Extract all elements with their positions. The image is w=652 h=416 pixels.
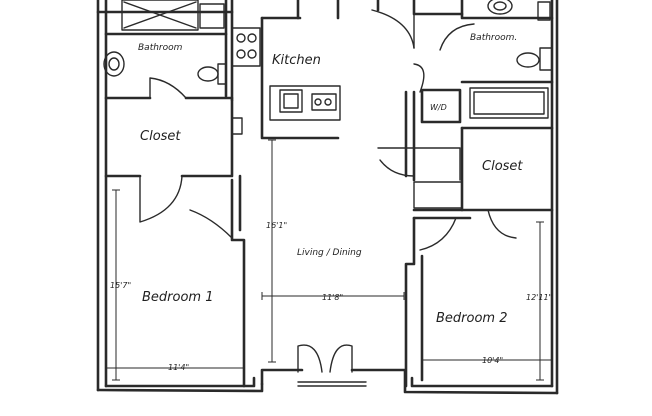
patio-door xyxy=(297,344,367,387)
bedroom-2-walls xyxy=(404,216,424,388)
kitchen-area xyxy=(231,0,415,140)
dishwasher xyxy=(311,93,337,111)
label-living-dining: Living / Dining xyxy=(297,248,362,258)
label-bedroom-2: Bedroom 2 xyxy=(436,311,508,326)
closet-left-door xyxy=(139,175,183,223)
dimension-lines xyxy=(105,139,553,381)
bathtub-right xyxy=(469,87,549,119)
label-bathroom-left: Bathroom xyxy=(138,43,183,53)
dim-bedroom1-width: 11'4" xyxy=(168,363,189,372)
label-bedroom-1: Bedroom 1 xyxy=(142,290,214,305)
exterior-walls xyxy=(96,0,559,395)
sink-left xyxy=(103,51,125,77)
bedroom-1-walls xyxy=(189,174,246,388)
label-kitchen: Kitchen xyxy=(272,53,321,68)
washer-dryer-area xyxy=(377,63,554,251)
label-closet-left: Closet xyxy=(140,129,181,144)
label-closet-right: Closet xyxy=(482,159,523,174)
label-washer-dryer: W/D xyxy=(430,103,447,112)
dim-bedroom1-height: 15'7" xyxy=(110,281,131,290)
stove xyxy=(231,27,261,67)
kitchen-sink xyxy=(279,89,303,113)
toilet-right xyxy=(516,52,540,68)
dim-living-height: 16'1" xyxy=(266,221,287,230)
closet-left-area xyxy=(104,98,243,223)
bathroom-right-area xyxy=(412,0,554,119)
dim-bedroom2-height: 12'11" xyxy=(526,293,552,302)
label-bathroom-right: Bathroom. xyxy=(470,33,517,43)
dim-living-width: 11'8" xyxy=(322,293,343,302)
toilet-left xyxy=(197,66,219,82)
dimension-labels: 16'1" 11'8" 15'7" 11'4" 12'11" 10'4" xyxy=(110,221,552,372)
toilet-tank-right xyxy=(539,47,553,71)
bathtub-left xyxy=(121,0,199,31)
washer-dryer-box xyxy=(420,88,462,124)
bathroom-left-area xyxy=(103,0,234,100)
sink-right xyxy=(487,0,513,15)
room-labels: Bathroom Kitchen Bathroom. Closet Closet… xyxy=(138,33,523,326)
dim-bedroom2-width: 10'4" xyxy=(482,356,503,365)
